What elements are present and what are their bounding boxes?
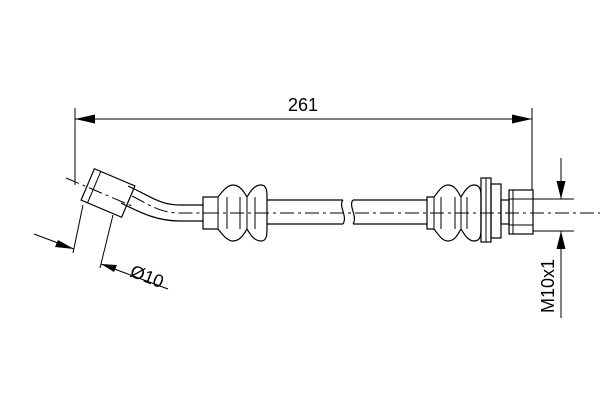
hose-break-left	[340, 199, 346, 225]
thread-arrow-top	[556, 181, 566, 199]
bent-tube-lower	[120, 202, 203, 222]
collar	[490, 183, 502, 239]
left-fitting: Ø10	[33, 167, 169, 292]
left-fitting-edge	[87, 171, 102, 203]
length-dimension: 261	[74, 95, 533, 190]
length-arrow-right	[512, 114, 532, 124]
left-ferrule-outline	[202, 184, 268, 242]
thread-arrow-bottom	[556, 231, 566, 249]
hex-nut	[508, 189, 534, 235]
length-arrow-left	[75, 114, 95, 124]
hose-right-section	[350, 199, 427, 225]
thread-dimension: M10x1	[533, 158, 574, 318]
diameter-extension-2	[99, 214, 114, 269]
diameter-arrow-left	[55, 240, 74, 249]
neck	[500, 199, 510, 225]
bent-tube	[120, 185, 205, 222]
hose-break-right	[350, 199, 356, 225]
diameter-arrow-right	[101, 264, 117, 272]
diameter-label: Ø10	[128, 261, 167, 292]
left-fitting-axis	[65, 177, 133, 207]
length-label: 261	[288, 95, 318, 115]
right-end-fitting	[480, 177, 534, 243]
bent-tube-upper	[127, 185, 203, 206]
left-fitting-body	[80, 167, 136, 219]
diameter-extension-1	[72, 204, 84, 254]
hose-left-section	[267, 199, 346, 225]
bent-tube-axis	[131, 195, 205, 214]
thread-label: M10x1	[538, 259, 558, 313]
left-ferrule	[202, 184, 268, 242]
